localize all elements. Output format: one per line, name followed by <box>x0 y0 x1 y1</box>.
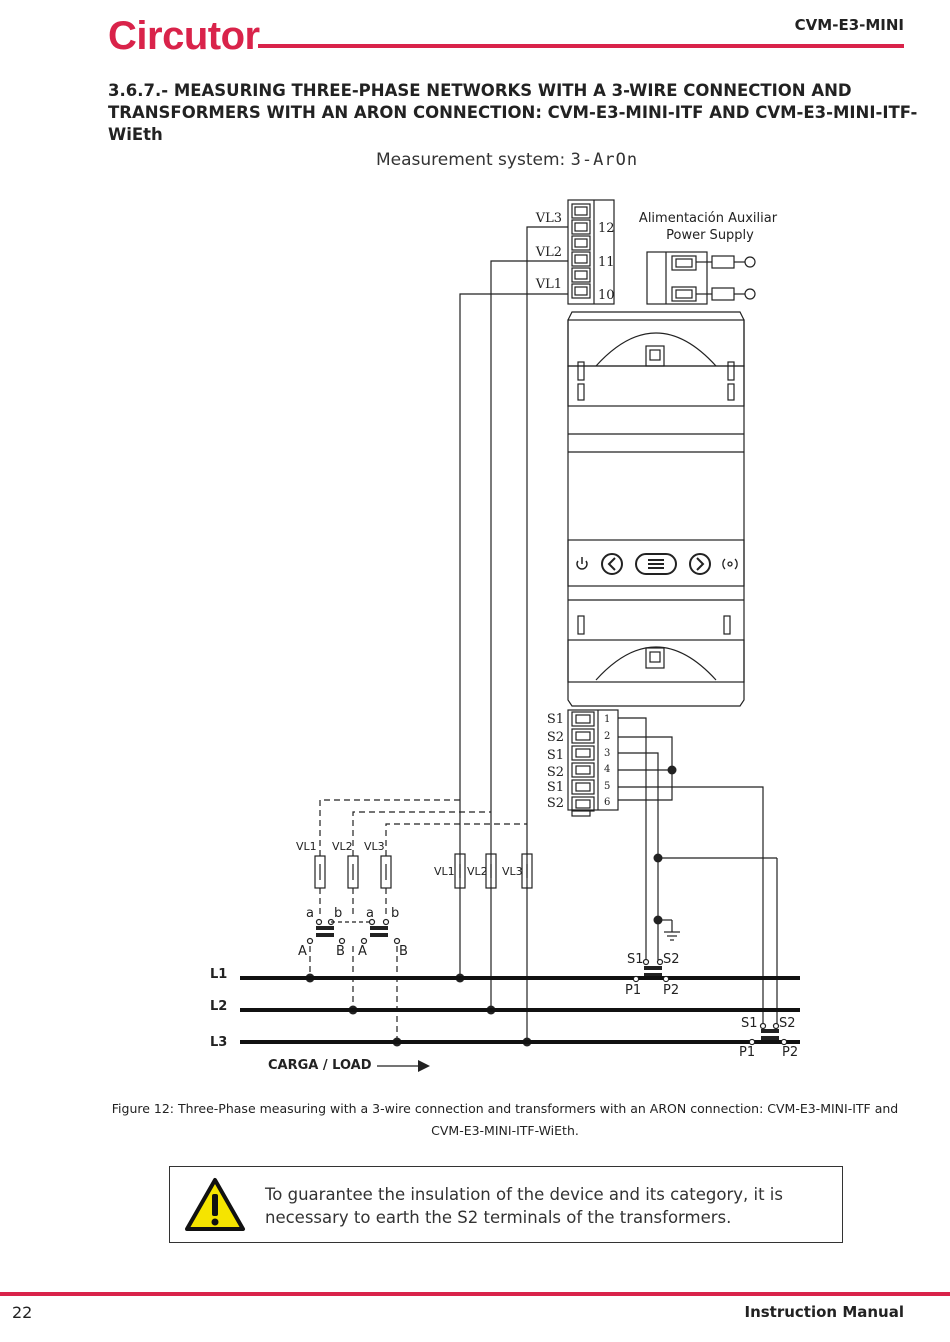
aux-supply-en: Power Supply <box>666 228 754 243</box>
cterm-label-5: S1 <box>547 780 564 795</box>
vt-sec-a-2: a <box>366 906 374 921</box>
header-rule <box>258 44 904 48</box>
vterm-num-2: 11 <box>598 255 615 270</box>
power-icon <box>576 557 588 570</box>
cterm-num-4: 4 <box>604 764 610 775</box>
warning-text: To guarantee the insulation of the devic… <box>265 1185 783 1227</box>
section-title: 3.6.7.- MEASURING THREE-PHASE NETWORKS W… <box>108 81 918 144</box>
cterm-num-5: 5 <box>604 781 610 792</box>
measurement-system-label: Measurement system: <box>375 150 571 170</box>
vt-pri-a-2: A <box>358 944 367 959</box>
cterm-label-4: S2 <box>547 765 564 780</box>
vt-pri-a-1: A <box>298 944 307 959</box>
vterm-num-3: 10 <box>598 288 615 303</box>
ct2-p1: P1 <box>739 1045 755 1060</box>
footer-label: Instruction Manual <box>744 1303 904 1321</box>
ct1-p1: P1 <box>625 983 641 998</box>
cterm-label-6: S2 <box>547 796 564 811</box>
circutor-logo: Circutor <box>108 14 260 58</box>
cterm-label-2: S2 <box>547 730 564 745</box>
wireless-icon <box>722 558 738 570</box>
ct2-p2: P2 <box>782 1045 798 1060</box>
ct2-s2: S2 <box>779 1016 796 1031</box>
current-terminal-block <box>567 709 619 811</box>
meter-body <box>567 311 745 707</box>
ct1-p2: P2 <box>663 983 679 998</box>
warning-triangle-icon <box>185 1178 245 1231</box>
vt-label-2: VL2 <box>332 840 353 853</box>
vt-pri-b-1: B <box>336 944 345 959</box>
fuse-label-3: VL3 <box>502 865 523 878</box>
ct2-s1: S1 <box>741 1016 758 1031</box>
document-code: CVM-E3-MINI <box>794 16 904 34</box>
ct1-s1: S1 <box>627 952 644 967</box>
voltage-terminal-screws <box>571 203 591 299</box>
measurement-system-code: 3-ArOn <box>570 150 639 170</box>
page-number: 22 <box>12 1303 33 1322</box>
fuse-label-2: VL2 <box>467 865 488 878</box>
vterm-num-1: 12 <box>598 221 615 236</box>
vt-label-1: VL1 <box>296 840 317 853</box>
warning-box: To guarantee the insulation of the devic… <box>169 1166 843 1243</box>
vt-sec-b-2: b <box>391 906 399 921</box>
load-label: CARGA / LOAD <box>268 1058 372 1073</box>
line-label-l3: L3 <box>210 1035 227 1050</box>
cterm-num-1: 1 <box>604 714 610 725</box>
cterm-num-2: 2 <box>604 731 610 742</box>
measurement-system: Measurement system: 3-ArOn <box>0 150 950 170</box>
vt-sec-b-1: b <box>334 906 342 921</box>
cterm-num-3: 3 <box>604 748 610 759</box>
line-label-l1: L1 <box>210 967 227 982</box>
footer-rule <box>0 1292 950 1296</box>
cterm-num-6: 6 <box>604 797 610 808</box>
fuse-label-1: VL1 <box>434 865 455 878</box>
vt-label-3: VL3 <box>364 840 385 853</box>
cterm-label-3: S1 <box>547 748 564 763</box>
figure-caption: Figure 12: Three-Phase measuring with a … <box>111 1101 899 1138</box>
vterm-label-1: VL3 <box>535 211 562 226</box>
ct1-s2: S2 <box>663 952 680 967</box>
cterm-label-1: S1 <box>547 712 564 727</box>
vt-pri-b-2: B <box>399 944 408 959</box>
power-supply-block <box>646 251 708 305</box>
vt-sec-a-1: a <box>306 906 314 921</box>
vterm-label-3: VL1 <box>535 277 562 292</box>
line-label-l2: L2 <box>210 999 227 1014</box>
voltage-terminal-block <box>567 199 615 305</box>
vterm-label-2: VL2 <box>535 245 562 260</box>
wiring-diagram: VL3 VL2 VL1 12 11 10 Alimentación Auxili… <box>210 199 800 1073</box>
aux-supply-es: Alimentación Auxiliar <box>639 211 778 226</box>
meter-buttons <box>601 553 711 575</box>
